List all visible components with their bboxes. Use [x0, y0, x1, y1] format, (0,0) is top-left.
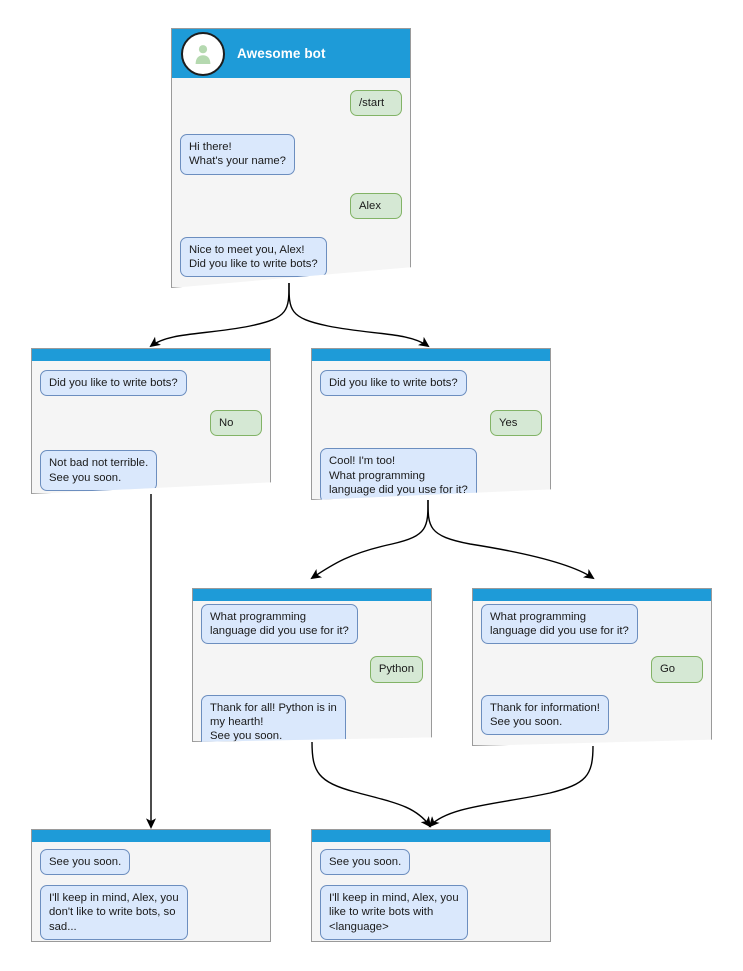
node-end-happy[interactable]: See you soon. I'll keep in mind, Alex, y…	[311, 829, 551, 942]
message-row: Cool! I'm too! What programming language…	[320, 448, 542, 500]
edge-yes-to-go	[427, 499, 595, 580]
edge-go-to-end-happy	[428, 745, 594, 828]
message-row: Did you like to write bots?	[40, 370, 262, 397]
node-header-bar	[32, 830, 270, 842]
user-bubble[interactable]: No	[210, 410, 262, 437]
bot-bubble[interactable]: See you soon.	[40, 849, 131, 876]
bot-bubble[interactable]: What programming language did you use fo…	[481, 604, 638, 645]
message-row: Thank for information! See you soon.	[481, 694, 703, 736]
bot-bubble[interactable]: Did you like to write bots?	[320, 370, 467, 397]
bot-bubble[interactable]: Thank for information! See you soon.	[481, 694, 609, 736]
edge-python-to-end-happy	[311, 741, 432, 828]
bot-bubble[interactable]: Cool! I'm too! What programming language…	[320, 448, 477, 500]
bot-bubble[interactable]: What programming language did you use fo…	[201, 604, 358, 645]
message-row: What programming language did you use fo…	[481, 604, 703, 645]
node-no-branch-body: Did you like to write bots? No Not bad n…	[32, 361, 270, 494]
node-header-bar	[312, 349, 550, 361]
message-row: Thank for all! Python is in my hearth! S…	[201, 694, 423, 742]
person-avatar-icon	[181, 31, 225, 76]
bot-bubble[interactable]: I'll keep in mind, Alex, you like to wri…	[320, 885, 468, 940]
bot-bubble[interactable]: I'll keep in mind, Alex, you don't like …	[40, 885, 188, 940]
node-root[interactable]: Awesome bot /start Hi there! What's your…	[171, 28, 411, 288]
node-go-branch[interactable]: What programming language did you use fo…	[472, 588, 712, 746]
edge-root-to-no	[149, 282, 290, 348]
bot-bubble[interactable]: Did you like to write bots?	[40, 370, 187, 397]
message-row: Did you like to write bots?	[320, 370, 542, 397]
message-row: Go	[481, 656, 703, 683]
node-end-sad[interactable]: See you soon. I'll keep in mind, Alex, y…	[31, 829, 271, 942]
message-row: What programming language did you use fo…	[201, 604, 423, 645]
message-row: Python	[201, 656, 423, 683]
node-header-bar	[32, 349, 270, 361]
node-python-branch[interactable]: What programming language did you use fo…	[192, 588, 432, 742]
bot-bubble[interactable]: Thank for all! Python is in my hearth! S…	[201, 694, 346, 742]
message-row: Nice to meet you, Alex! Did you like to …	[180, 236, 402, 278]
bot-title: Awesome bot	[237, 46, 326, 61]
node-header-bar	[193, 589, 431, 601]
node-end-happy-body: See you soon. I'll keep in mind, Alex, y…	[312, 842, 550, 948]
node-header-bar	[473, 589, 711, 601]
message-row: Yes	[320, 410, 542, 437]
edge-yes-to-python	[310, 499, 429, 580]
node-yes-branch[interactable]: Did you like to write bots? Yes Cool! I'…	[311, 348, 551, 500]
node-header-bar	[312, 830, 550, 842]
node-no-branch[interactable]: Did you like to write bots? No Not bad n…	[31, 348, 271, 494]
node-yes-branch-body: Did you like to write bots? Yes Cool! I'…	[312, 361, 550, 500]
node-go-branch-body: What programming language did you use fo…	[473, 601, 711, 743]
user-bubble[interactable]: Alex	[350, 192, 402, 219]
node-root-header: Awesome bot	[172, 29, 410, 78]
bot-bubble[interactable]: Hi there! What's your name?	[180, 134, 295, 175]
user-bubble[interactable]: /start	[350, 90, 402, 117]
message-row: Alex	[180, 192, 402, 219]
message-row: I'll keep in mind, Alex, you don't like …	[40, 885, 262, 940]
user-bubble[interactable]: Python	[369, 656, 423, 683]
user-bubble[interactable]: Go	[651, 656, 703, 683]
bot-bubble[interactable]: Nice to meet you, Alex! Did you like to …	[180, 236, 327, 278]
message-row: See you soon.	[40, 849, 262, 876]
user-bubble[interactable]: Yes	[490, 410, 542, 437]
bot-bubble[interactable]: See you soon.	[320, 849, 411, 876]
node-root-body: /start Hi there! What's your name? Alex …	[172, 78, 410, 285]
edge-root-to-yes	[288, 282, 430, 348]
node-end-sad-body: See you soon. I'll keep in mind, Alex, y…	[32, 842, 270, 948]
message-row: No	[40, 410, 262, 437]
message-row: I'll keep in mind, Alex, you like to wri…	[320, 885, 542, 940]
message-row: Hi there! What's your name?	[180, 134, 402, 175]
message-row: /start	[180, 90, 402, 117]
message-row: Not bad not terrible. See you soon.	[40, 450, 262, 491]
bot-bubble[interactable]: Not bad not terrible. See you soon.	[40, 450, 158, 491]
node-python-branch-body: What programming language did you use fo…	[193, 601, 431, 742]
message-row: See you soon.	[320, 849, 542, 876]
